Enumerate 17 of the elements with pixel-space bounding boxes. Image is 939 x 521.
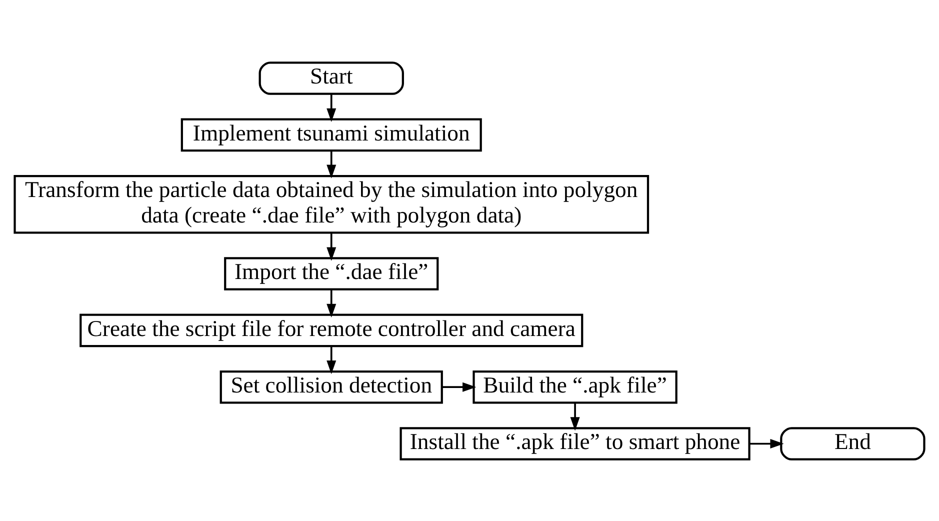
node-box: Implement tsunami simulation: [180, 118, 482, 152]
node-box: Install the “.apk file” to smart phone: [400, 426, 750, 460]
node-box: Start: [258, 61, 404, 94]
arrow: [326, 150, 336, 178]
node-box: Build the “.apk file”: [472, 370, 678, 404]
node-box: Transform the particle data obtained by the simulation into polygon data (create “.dae file” with polygon data): [14, 174, 650, 234]
arrow: [442, 382, 476, 392]
arrow: [570, 402, 580, 430]
node-box: Create the script file for remote controller and camera: [80, 313, 584, 347]
node-box: Set collision detection: [220, 370, 443, 404]
arrow: [326, 232, 336, 260]
node-box: Import the “.dae file”: [224, 256, 439, 290]
node-box: End: [780, 426, 926, 460]
arrow: [326, 94, 336, 122]
arrow: [750, 438, 784, 448]
arrow: [326, 346, 336, 374]
arrow: [326, 289, 336, 317]
